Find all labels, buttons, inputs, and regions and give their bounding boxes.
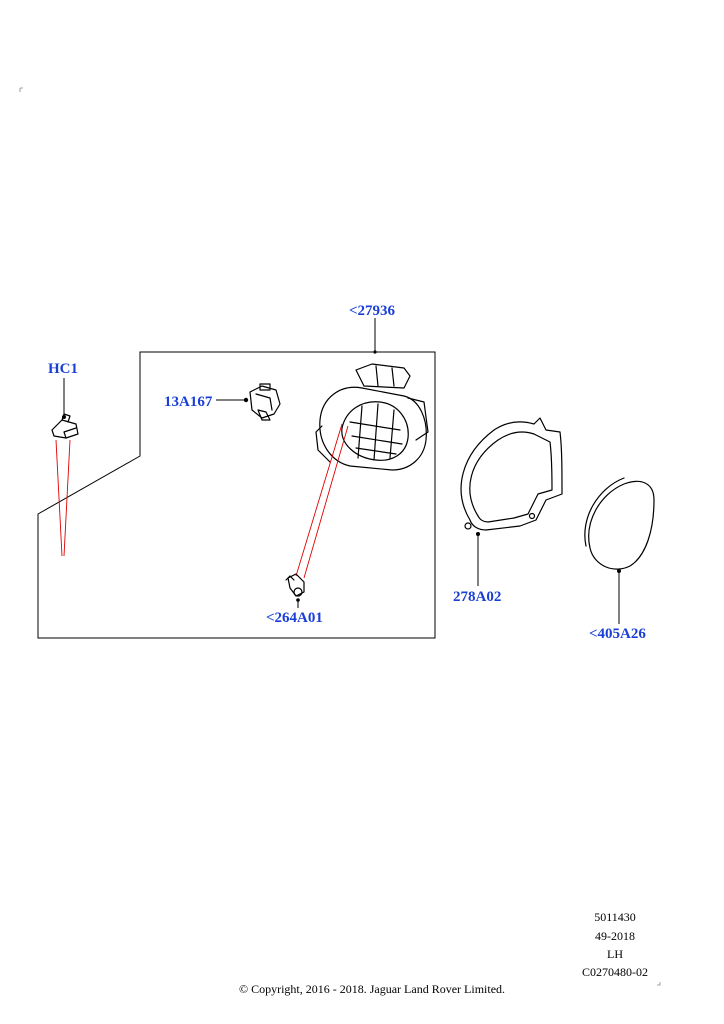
callout-278a02[interactable]: 278A02 bbox=[453, 589, 501, 605]
flap-405a26-part bbox=[584, 477, 655, 573]
corner-mark-top-left bbox=[19, 87, 23, 92]
assembly-group-outline bbox=[37, 351, 436, 639]
copyright-notice: © Copyright, 2016 - 2018. Jaguar Land Ro… bbox=[239, 982, 505, 996]
callout-264a01[interactable]: <264A01 bbox=[266, 610, 323, 626]
clip-hc1-part bbox=[51, 413, 79, 439]
actuator-13a167-part bbox=[243, 383, 281, 421]
footer-ref-code: C0270480-02 bbox=[582, 965, 648, 979]
callout-405a26[interactable]: <405A26 bbox=[589, 626, 646, 642]
callout-hc1[interactable]: HC1 bbox=[48, 361, 78, 377]
corner-mark-bottom-right bbox=[657, 982, 661, 986]
actuator-264a01-part bbox=[285, 573, 305, 602]
guide-line-264a01 bbox=[295, 423, 349, 579]
guide-line-hc1 bbox=[55, 439, 71, 557]
callout-27936[interactable]: <27936 bbox=[349, 303, 396, 319]
footer-ref-side: LH bbox=[607, 947, 623, 961]
footer-ref-number: 5011430 bbox=[594, 910, 636, 924]
footer-ref-date: 49-2018 bbox=[595, 929, 635, 943]
gasket-278a02-part bbox=[460, 417, 563, 536]
callout-13a167[interactable]: 13A167 bbox=[164, 394, 213, 410]
fuel-filler-housing-part bbox=[315, 350, 429, 471]
release-cable-inner bbox=[46, 448, 332, 596]
